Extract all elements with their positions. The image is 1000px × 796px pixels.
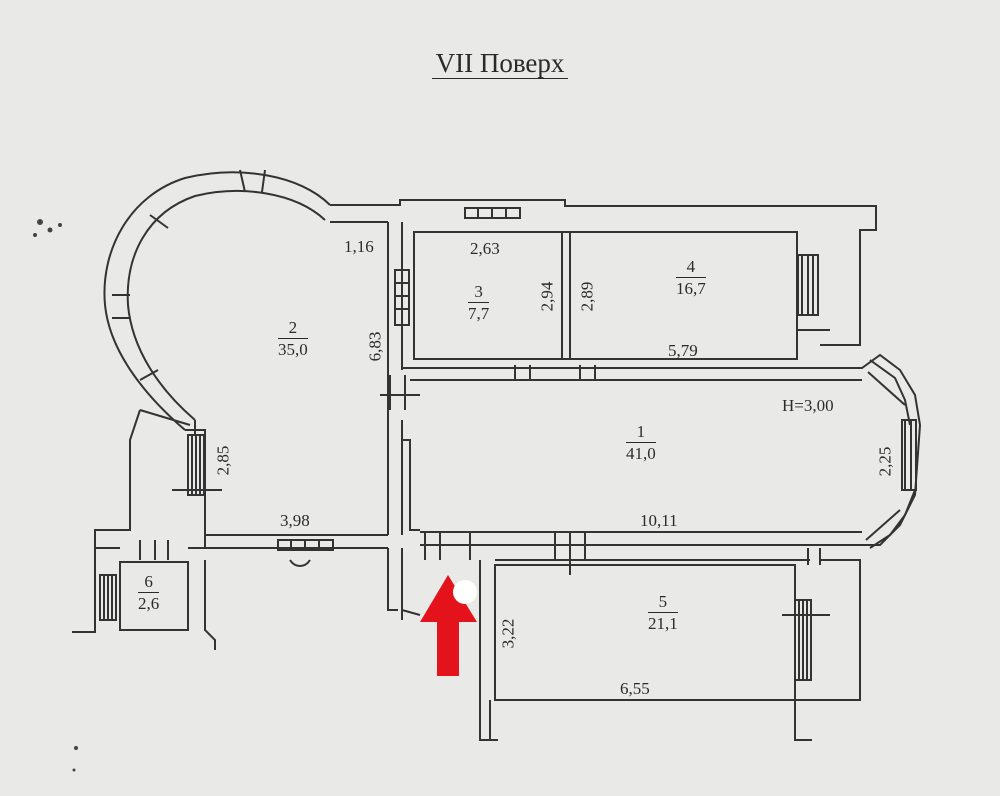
marker-dot <box>453 580 477 604</box>
room-area: 7,7 <box>468 302 490 324</box>
room-number: 4 <box>686 257 696 276</box>
room-4-label: 4 16,7 <box>676 257 706 300</box>
floor-title-text: VII Поверх <box>431 48 569 79</box>
dimension-label: 2,89 <box>577 281 597 312</box>
room-number: 1 <box>636 422 646 441</box>
outer-wall <box>330 199 877 346</box>
window <box>901 419 917 491</box>
room-area: 2,6 <box>138 592 160 614</box>
rotunda <box>103 171 331 431</box>
room-area: 41,0 <box>626 442 656 464</box>
dimension-label: 3,22 <box>498 618 518 649</box>
room-area: 21,1 <box>648 612 678 634</box>
room-5-label: 5 21,1 <box>648 592 678 635</box>
room-6-label: 6 2,6 <box>138 572 160 615</box>
room-number: 5 <box>658 592 668 611</box>
dimension-label: 2,63 <box>470 239 500 258</box>
scan-specks <box>33 219 78 772</box>
dimension-label: 2,85 <box>213 445 233 476</box>
room-number: 2 <box>288 318 298 337</box>
room-number: 3 <box>474 282 483 301</box>
window <box>394 269 410 326</box>
room-1-label: 1 41,0 <box>626 422 656 465</box>
room-area: 35,0 <box>278 338 308 360</box>
dimension-label: 2,94 <box>537 281 557 312</box>
dimension-label: 2,25 <box>875 446 895 477</box>
room-3-walls <box>413 231 563 360</box>
room-number: 6 <box>144 572 153 591</box>
dimension-label: 10,11 <box>640 511 678 530</box>
floor-title: VII Поверх <box>0 48 1000 79</box>
dimension-label: 5,79 <box>668 341 698 360</box>
room-area: 16,7 <box>676 277 706 299</box>
ceiling-height-label: H=3,00 <box>782 396 834 415</box>
room-2-label: 2 35,0 <box>278 318 308 361</box>
dimension-label: 6,83 <box>365 331 385 362</box>
dimension-label: 1,16 <box>344 237 374 256</box>
room-6-walls <box>119 561 189 631</box>
dimension-label: 3,98 <box>280 511 310 530</box>
dimension-label: 6,55 <box>620 679 650 698</box>
room-3-label: 3 7,7 <box>468 282 490 325</box>
